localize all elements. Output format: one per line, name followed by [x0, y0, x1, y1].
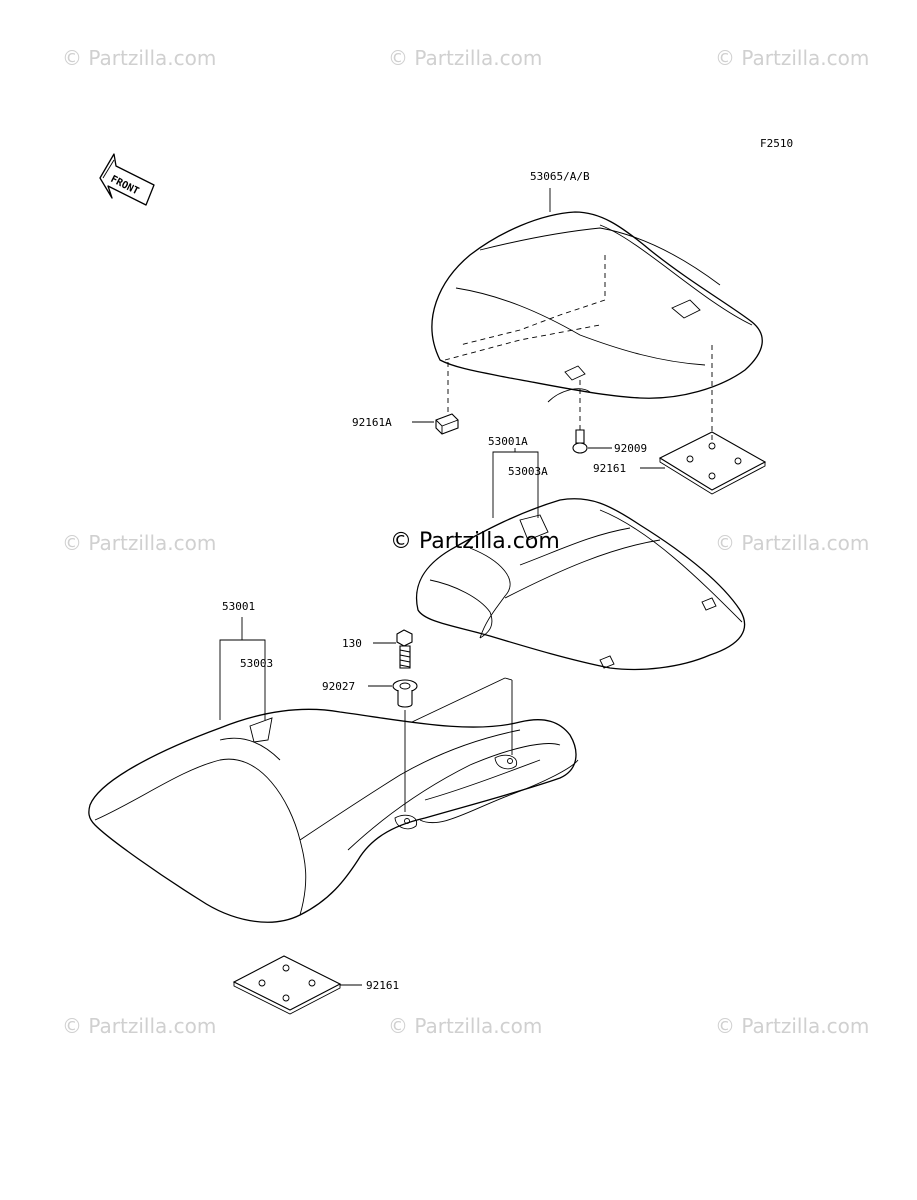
watermark-bottom-right: © Partzilla.com — [715, 1014, 869, 1038]
watermark-middle-right: © Partzilla.com — [715, 531, 869, 555]
callout-53003: 53003 — [240, 657, 273, 670]
callout-53001: 53001 — [222, 600, 255, 613]
callout-92161-top: 92161 — [593, 462, 626, 475]
callout-92009: 92009 — [614, 442, 647, 455]
rear-seat-53001A — [416, 498, 746, 671]
pad-92161-bottom — [232, 955, 342, 1015]
watermark-center: © Partzilla.com — [390, 529, 560, 554]
rubber-damper-92161A — [435, 362, 459, 435]
callout-92161A: 92161A — [352, 416, 392, 429]
watermark-top-right: © Partzilla.com — [715, 46, 869, 70]
callout-130: 130 — [342, 637, 362, 650]
front-seat-53001 — [88, 708, 579, 923]
screw-92009 — [572, 380, 588, 454]
callout-92161-bottom: 92161 — [366, 979, 399, 992]
rear-seat-cover — [431, 211, 763, 403]
callout-92027: 92027 — [322, 680, 355, 693]
watermarks: © Partzilla.com © Partzilla.com © Partzi… — [62, 46, 869, 1038]
watermark-bottom-left: © Partzilla.com — [62, 1014, 216, 1038]
callout-53001A: 53001A — [488, 435, 528, 448]
front-arrow-icon: FRONT — [99, 153, 155, 206]
callout-53003A: 53003A — [508, 465, 548, 478]
watermark-top-center: © Partzilla.com — [388, 46, 542, 70]
watermark-bottom-center: © Partzilla.com — [388, 1014, 542, 1038]
bolt-130 — [396, 629, 413, 669]
figure-code: F2510 — [760, 137, 793, 150]
pad-92161-top — [658, 345, 767, 495]
collar-92027 — [392, 679, 418, 812]
watermark-middle-left: © Partzilla.com — [62, 531, 216, 555]
callout-53065: 53065/A/B — [530, 170, 590, 183]
watermark-top-left: © Partzilla.com — [62, 46, 216, 70]
